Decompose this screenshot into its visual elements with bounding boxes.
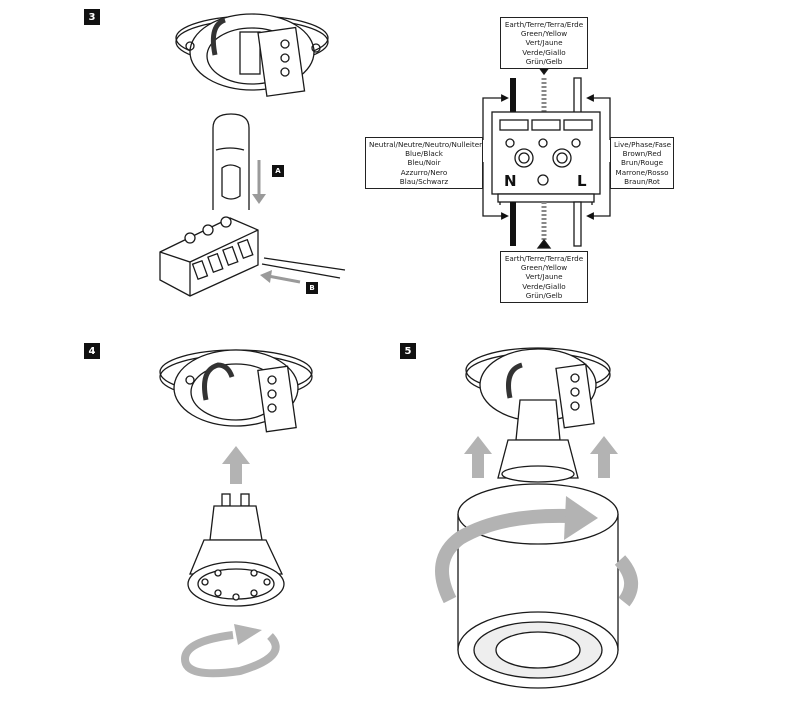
earth-label-bottom: Earth/Terre/Terra/Erde Green/Yellow Vert… bbox=[500, 251, 588, 304]
step-3-badge: 3 bbox=[84, 9, 100, 25]
neutral-line-4: Azzurro/Nero bbox=[400, 167, 448, 177]
live-line-3: Brun/Rouge bbox=[620, 158, 664, 168]
ceiling-base-step5 bbox=[465, 347, 611, 429]
earth-bottom-line-5: Grün/Gelb bbox=[525, 290, 563, 300]
tag-a: A bbox=[272, 165, 284, 177]
gu10-bulb bbox=[187, 493, 285, 607]
neutral-line-5: Blau/Schwarz bbox=[399, 176, 449, 186]
bulb-socket-step5 bbox=[497, 399, 579, 483]
step-4-badge: 4 bbox=[84, 343, 100, 359]
earth-top-line-1: Earth/Terre/Terra/Erde bbox=[504, 20, 584, 29]
terminal-n-label: N bbox=[504, 172, 517, 190]
arrows-up-step5 bbox=[464, 436, 618, 478]
tag-b: B bbox=[306, 282, 318, 294]
neutral-line-3: Bleu/Noir bbox=[407, 158, 441, 168]
step-5-badge: 5 bbox=[400, 343, 416, 359]
earth-top-line-5: Grün/Gelb bbox=[525, 56, 563, 66]
connector-block bbox=[159, 216, 259, 297]
earth-label-top: Earth/Terre/Terra/Erde Green/Yellow Vert… bbox=[500, 17, 588, 70]
finger-illustration bbox=[212, 113, 250, 210]
live-line-1: Live/Phase/Fase bbox=[614, 140, 672, 149]
rotate-arrow-step4 bbox=[180, 624, 280, 678]
terminal-l-label: L bbox=[577, 172, 587, 190]
wiring-diagram bbox=[482, 65, 611, 249]
earth-top-line-2: Green/Yellow bbox=[520, 29, 568, 39]
ceiling-base-step4 bbox=[159, 349, 313, 433]
arrow-a bbox=[252, 160, 266, 204]
neutral-label: Neutral/Neutre/Neutro/Nulleiter Blue/Bla… bbox=[365, 137, 483, 190]
shade-cylinder bbox=[457, 483, 619, 689]
earth-bottom-line-1: Earth/Terre/Terra/Erde bbox=[504, 254, 584, 263]
earth-top-line-3: Vert/Jaune bbox=[525, 38, 563, 48]
live-line-5: Braun/Rot bbox=[624, 176, 660, 186]
rotate-arrow-step5 bbox=[435, 496, 638, 607]
live-line-4: Marrone/Rosso bbox=[615, 167, 669, 177]
wire-b bbox=[261, 257, 346, 279]
earth-bottom-line-2: Green/Yellow bbox=[520, 263, 568, 273]
live-label: Live/Phase/Fase Brown/Red Brun/Rouge Mar… bbox=[610, 137, 674, 190]
arrow-up-step4 bbox=[222, 446, 250, 484]
earth-top-line-4: Verde/Giallo bbox=[522, 47, 566, 57]
earth-bottom-line-4: Verde/Giallo bbox=[522, 281, 566, 291]
arrow-b bbox=[260, 270, 301, 284]
earth-bottom-line-3: Vert/Jaune bbox=[525, 272, 563, 282]
neutral-line-2: Blue/Black bbox=[405, 149, 443, 159]
ceiling-base-step3 bbox=[175, 13, 329, 97]
live-line-2: Brown/Red bbox=[622, 149, 662, 159]
neutral-line-1: Neutral/Neutre/Neutro/Nulleiter bbox=[369, 140, 483, 149]
